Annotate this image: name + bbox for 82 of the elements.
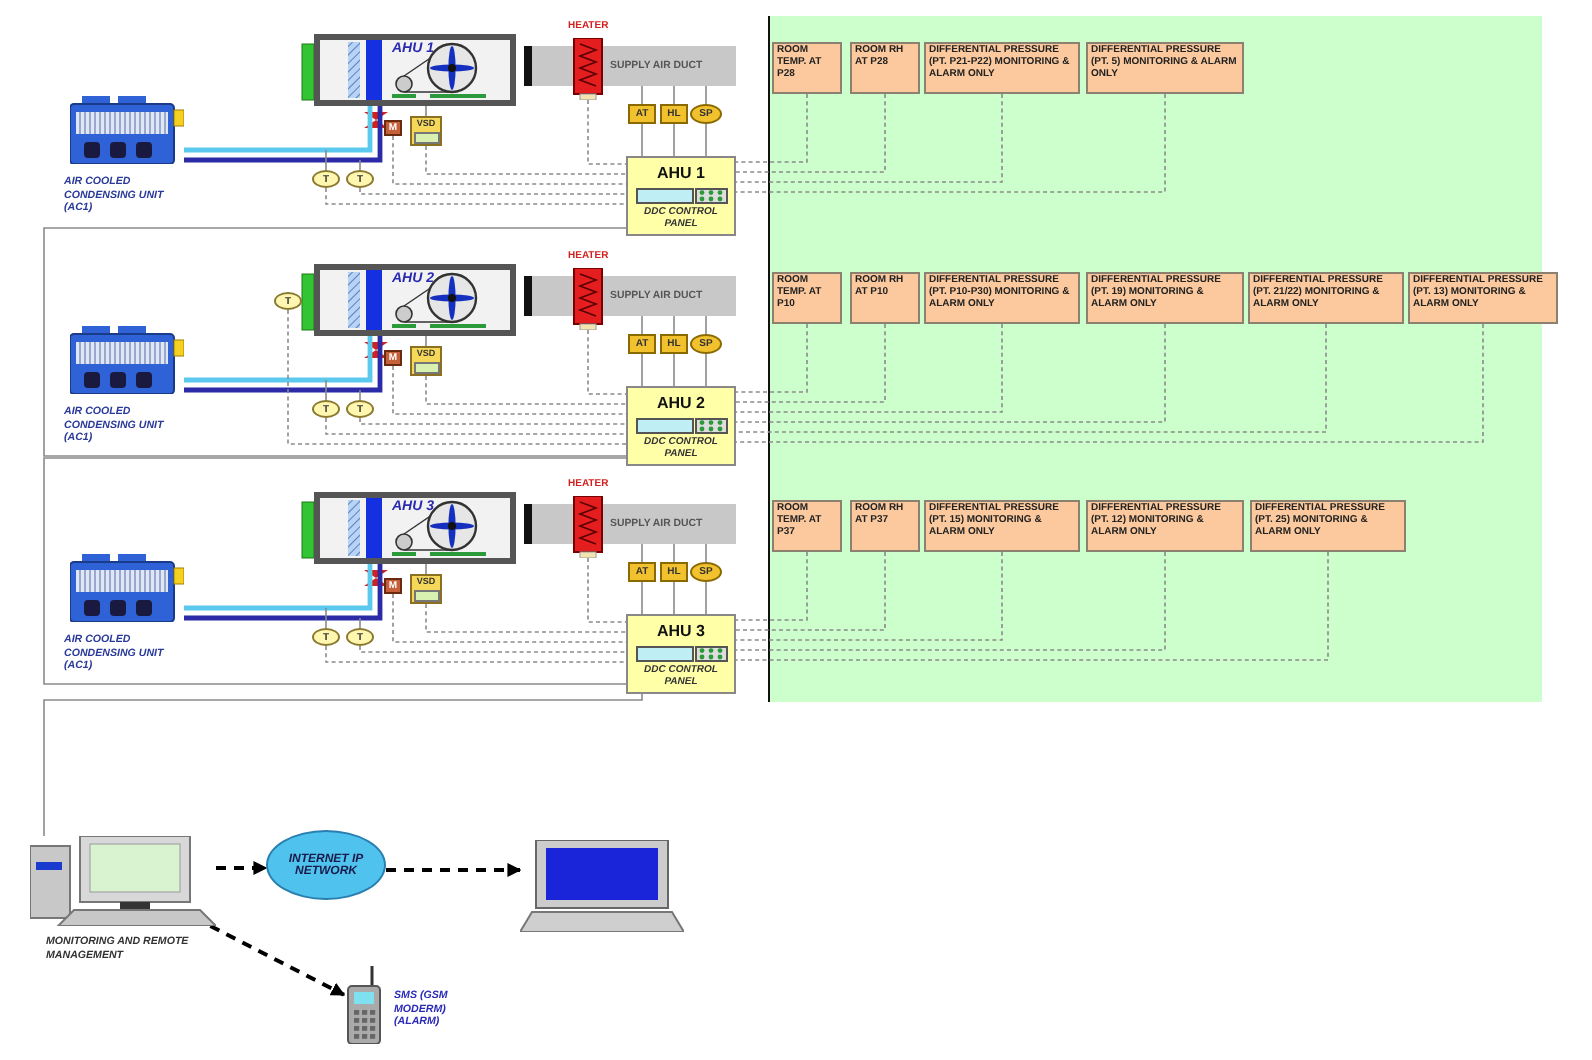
signal-line [735,551,886,631]
arrow [386,863,522,877]
wire [673,353,675,387]
sensor-stem [325,149,327,171]
signal-line [359,645,627,653]
variable-speed-drive [410,346,442,376]
signal-line [735,93,1003,183]
sensor-stem [359,617,361,629]
signal-line [425,603,627,633]
wire [641,123,643,157]
wire [43,457,627,685]
sensor-stem [359,159,361,171]
signal-line [325,645,627,663]
wire [641,581,643,615]
signal-line [392,593,627,643]
signal-line [735,551,1003,641]
refrigerant-pipe [184,336,373,383]
supply-air-duct [602,504,736,544]
signal-line [735,93,1166,193]
refrigerant-pipe [184,564,373,611]
signal-line [392,135,627,185]
wire [705,85,707,105]
variable-speed-drive [410,116,442,146]
signal-line [359,187,627,195]
signal-line [587,329,627,395]
sensor-stem [359,389,361,401]
signal-line [587,99,627,165]
sensor-stem [325,607,327,629]
supply-air-duct [602,276,736,316]
signal-line [735,323,1484,443]
wire [673,315,675,335]
wire [641,315,643,335]
wire [641,85,643,105]
wire [705,543,707,563]
signal-line [325,187,627,205]
wire [425,563,427,575]
signal-line [735,323,1003,413]
wire [673,85,675,105]
signal-line [425,145,627,175]
signal-line [735,93,808,163]
variable-speed-drive [410,574,442,604]
refrigerant-pipe [184,106,373,153]
wire [705,123,707,157]
refrigerant-pipe [184,564,383,621]
signal-line [587,557,627,623]
signal-line [735,323,808,393]
wire [673,123,675,157]
signal-line [392,365,627,415]
signal-line [735,323,886,403]
wire [673,543,675,563]
signal-line [735,93,886,173]
wire [43,693,643,837]
refrigerant-pipe [184,106,383,163]
signal-line [735,551,1166,651]
wire [425,105,427,117]
signal-line [425,375,627,405]
wire [425,335,427,347]
panel-title: AHU 1 [656,166,705,182]
wire [705,353,707,387]
wire [705,581,707,615]
signal-line [735,551,1329,661]
wire [641,543,643,563]
wire [673,581,675,615]
wire [705,315,707,335]
refrigerant-pipe [184,336,383,393]
signal-line [287,309,627,445]
control-panel [626,386,736,466]
signal-line [359,417,627,425]
control-panel [626,156,736,236]
wire [43,227,627,457]
signal-line [735,551,808,621]
signal-line [735,323,1327,433]
signal-line [325,417,627,435]
sensor-stem [325,379,327,401]
panel-title: AHU 3 [656,624,705,640]
supply-air-duct [602,46,736,86]
control-panel [626,614,736,694]
arrow [209,924,346,997]
arrow [216,861,268,875]
panel-title: AHU 2 [656,396,705,412]
wire [641,353,643,387]
signal-line [735,323,1166,423]
